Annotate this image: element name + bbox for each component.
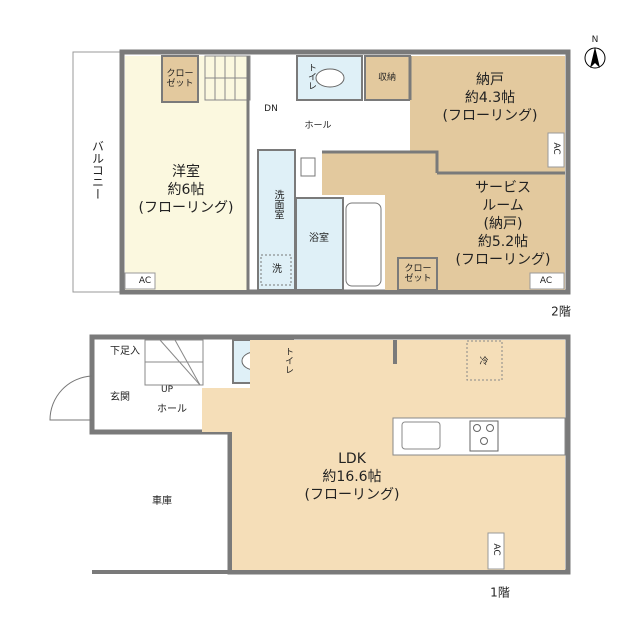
ac-unit	[547, 132, 565, 168]
entrance-door-swing	[49, 375, 93, 421]
floor2-label: 2階	[551, 304, 571, 319]
closet-b-label: クロー ゼット	[404, 264, 432, 284]
entrance-label: 玄関	[110, 392, 130, 403]
ac-unit	[487, 532, 505, 570]
fridge-space	[466, 340, 503, 381]
closet-a-area	[161, 55, 199, 103]
compass-north-label: N	[591, 35, 599, 45]
stairs-1f	[144, 339, 204, 386]
stove-icon	[469, 420, 499, 452]
hall-2f-label: ホール	[304, 121, 332, 131]
nando-area	[410, 56, 565, 173]
shoe-storage-label: 下足入	[110, 346, 140, 357]
bathtub-icon	[345, 202, 382, 287]
stairs-up-label: UP	[160, 385, 174, 395]
nando-label: 納戸 約4.3帖 (フローリング)	[442, 72, 538, 124]
washer-label: 洗	[272, 264, 282, 275]
ac-label: AC	[491, 543, 501, 556]
ldk-label: LDK 約16.6帖 (フローリング)	[304, 451, 400, 503]
washroom-area	[257, 149, 296, 291]
storage-area	[364, 55, 411, 101]
storage-label: 収納	[377, 73, 397, 83]
washer-space	[260, 254, 292, 286]
garage-label: 車庫	[152, 496, 172, 507]
ac-label: AC	[551, 142, 561, 155]
western-room-label: 洋室 約6帖 (フローリング)	[138, 164, 234, 216]
kitchen-sink-icon	[401, 421, 441, 450]
toilet-1f-label: トイレ	[283, 347, 293, 374]
washroom-label: 洗面室	[272, 189, 283, 220]
fridge-label: 冷	[479, 357, 489, 367]
ldk-area	[202, 340, 565, 570]
stairs-dn-label: DN	[264, 104, 278, 114]
service-room-area	[322, 152, 565, 290]
toilet-2f-label: トイレ	[306, 63, 316, 90]
floor1-label: 1階	[490, 585, 510, 600]
ac-unit	[124, 272, 156, 290]
ac-label: AC	[138, 276, 152, 286]
closet-b-area	[397, 257, 438, 291]
balcony-label: バルコニー	[90, 140, 105, 200]
stairs-2f	[204, 55, 251, 101]
ac-unit	[529, 272, 565, 290]
ac-label: AC	[539, 276, 553, 286]
toilet-bowl-icon	[315, 68, 345, 88]
balcony-area	[72, 51, 123, 293]
bathroom-label: 浴室	[309, 233, 329, 244]
closet-a-label: クロー ゼット	[166, 69, 194, 89]
hall-1f-label: ホール	[157, 404, 187, 415]
service-room-label: サービス ルーム (納戸) 約5.2帖 (フローリング)	[455, 180, 551, 268]
bathroom-area	[295, 197, 344, 291]
sink-icon	[300, 157, 316, 177]
